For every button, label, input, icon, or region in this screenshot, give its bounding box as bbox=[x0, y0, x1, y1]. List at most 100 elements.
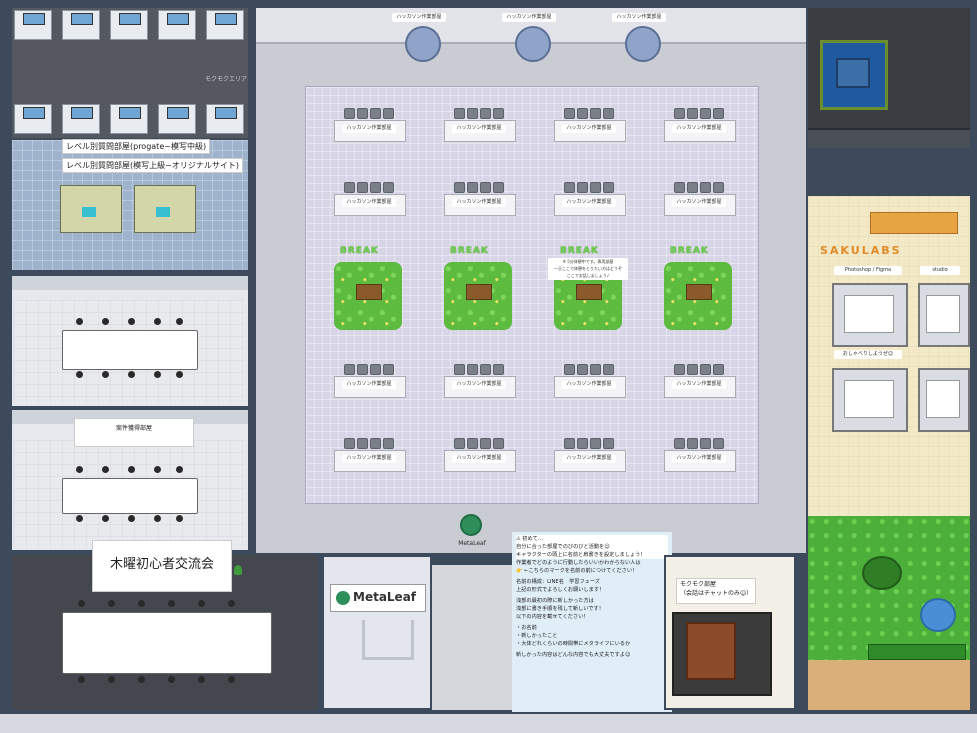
computer-desk[interactable] bbox=[14, 104, 52, 134]
notice-line: 自分に合った部屋でのびのびと活動を☺ bbox=[516, 543, 668, 551]
hackathon-desk[interactable]: ハッカソン作業部屋 bbox=[664, 364, 736, 404]
chair-icon bbox=[564, 108, 575, 119]
computer-desk[interactable] bbox=[62, 104, 100, 134]
chair-row bbox=[564, 364, 614, 375]
level-room-desks bbox=[60, 185, 200, 235]
hackathon-desk[interactable]: ハッカソン作業部屋 bbox=[444, 182, 516, 222]
chair-icon bbox=[357, 438, 368, 449]
chair-icon bbox=[713, 182, 724, 193]
chair-row bbox=[344, 364, 394, 375]
mokumoku-room-label: モクモク部屋 （会話はチャットのみ☺） bbox=[676, 578, 756, 604]
chair-icon bbox=[383, 182, 394, 193]
chair-icon bbox=[687, 108, 698, 119]
white-table[interactable] bbox=[844, 380, 894, 418]
avatar[interactable] bbox=[405, 26, 441, 62]
meeting-table[interactable] bbox=[62, 478, 198, 514]
level-room-2-label: レベル別質問部屋(模写上級~オリジナルサイト) bbox=[62, 158, 243, 173]
white-table[interactable] bbox=[844, 295, 894, 333]
hackathon-desk[interactable]: ハッカソン作業部屋 bbox=[444, 108, 516, 148]
hackathon-desk[interactable]: ハッカソン作業部屋 bbox=[664, 182, 736, 222]
chair-icon bbox=[467, 108, 478, 119]
computer-icon bbox=[167, 107, 189, 119]
chair-icon bbox=[357, 108, 368, 119]
hackathon-desk[interactable]: ハッカソン作業部屋 bbox=[334, 182, 406, 222]
chair-icon bbox=[357, 182, 368, 193]
computer-icon bbox=[23, 13, 45, 25]
hackathon-desk[interactable]: ハッカソン作業部屋 bbox=[334, 108, 406, 148]
chair-icon bbox=[383, 364, 394, 375]
project-room-floor bbox=[14, 440, 244, 548]
white-table[interactable] bbox=[926, 380, 960, 418]
computer-desk[interactable] bbox=[206, 10, 244, 40]
hackathon-desk[interactable]: ハッカソン作業部屋 bbox=[554, 108, 626, 148]
chair-icon bbox=[357, 364, 368, 375]
computer-icon bbox=[71, 107, 93, 119]
mokumoku-table[interactable] bbox=[686, 622, 736, 680]
hackathon-desk[interactable]: ハッカソン作業部屋 bbox=[664, 108, 736, 148]
chair-icon bbox=[590, 182, 601, 193]
break-table bbox=[576, 284, 602, 300]
bottom-wall bbox=[0, 712, 977, 733]
notice-line: 浅部の最初の際に新しかった方は bbox=[516, 598, 594, 604]
chair-icon bbox=[687, 438, 698, 449]
computer-desk[interactable] bbox=[110, 10, 148, 40]
corridor[interactable] bbox=[432, 565, 512, 710]
chair-row bbox=[564, 108, 614, 119]
lounge-sofa[interactable] bbox=[836, 58, 870, 88]
chair-icon bbox=[76, 466, 83, 473]
garden-hedge bbox=[868, 644, 966, 660]
chair-icon bbox=[370, 182, 381, 193]
mokumoku-area-label: モクモクエリア bbox=[205, 76, 248, 83]
chair-icon bbox=[590, 438, 601, 449]
hackathon-desk[interactable]: ハッカソン作業部屋 bbox=[554, 438, 626, 478]
computer-desk[interactable] bbox=[158, 10, 196, 40]
meeting-table[interactable] bbox=[62, 330, 198, 370]
tree-icon bbox=[862, 556, 902, 590]
computer-desk[interactable] bbox=[62, 10, 100, 40]
chair-icon bbox=[493, 364, 504, 375]
break-area[interactable] bbox=[334, 262, 402, 330]
chair-icon bbox=[102, 318, 109, 325]
notice-line: ・大体どれくらいの時間帯にメタライフにいるか bbox=[516, 641, 631, 647]
hackathon-sign: ハッカソン作業部屋 bbox=[342, 381, 396, 389]
hackathon-desk[interactable]: ハッカソン作業部屋 bbox=[554, 182, 626, 222]
hackathon-desk[interactable]: ハッカソン作業部屋 bbox=[444, 438, 516, 478]
notice-line: 👉 ←こちらのマークを名前の前につけてください！ bbox=[516, 568, 638, 574]
hackathon-sign: ハッカソン作業部屋 bbox=[452, 199, 506, 207]
reception-counter[interactable] bbox=[362, 620, 414, 660]
studio-label: studio bbox=[920, 266, 960, 275]
computer-desk[interactable] bbox=[158, 104, 196, 134]
hackathon-desk[interactable]: ハッカソン作業部屋 bbox=[444, 364, 516, 404]
notice-line: キャラクターの頭上に名前と肩書きを設定しましょう！ bbox=[516, 551, 668, 559]
computer-icon bbox=[82, 207, 96, 217]
notice-line: 以下の内容を載せてください！ bbox=[516, 614, 589, 620]
chair-icon bbox=[108, 676, 115, 683]
avatar[interactable] bbox=[625, 26, 661, 62]
computer-desk[interactable] bbox=[110, 104, 148, 134]
brand-sign: MetaLeaf bbox=[330, 584, 426, 612]
chair-row bbox=[674, 438, 724, 449]
chair-icon bbox=[577, 108, 588, 119]
avatar[interactable] bbox=[515, 26, 551, 62]
meeting-table[interactable] bbox=[62, 612, 272, 674]
hackathon-desk[interactable]: ハッカソン作業部屋 bbox=[334, 364, 406, 404]
chair-icon bbox=[700, 182, 711, 193]
chair-row bbox=[454, 108, 504, 119]
break-area[interactable] bbox=[664, 262, 732, 330]
level-room-1-label: レベル別質問部屋(progate~模写中級) bbox=[62, 139, 211, 154]
workstation-row-bottom bbox=[12, 100, 248, 136]
white-table[interactable] bbox=[926, 295, 960, 333]
break-sign: ※ 5分休憩中です。専用部屋 一旦ここで休憩をとりたい方はどうぞ ここでお話しま… bbox=[548, 258, 628, 280]
computer-desk[interactable] bbox=[206, 104, 244, 134]
chair-row bbox=[674, 364, 724, 375]
hackathon-desk[interactable]: ハッカソン作業部屋 bbox=[554, 364, 626, 404]
hackathon-sign: ハッカソン作業部屋 bbox=[672, 199, 726, 207]
chair-row bbox=[344, 108, 394, 119]
break-area[interactable] bbox=[444, 262, 512, 330]
computer-desk[interactable] bbox=[14, 10, 52, 40]
hackathon-desk[interactable]: ハッカソン作業部屋 bbox=[664, 438, 736, 478]
chair-icon bbox=[344, 182, 355, 193]
hackathon-desk[interactable]: ハッカソン作業部屋 bbox=[334, 438, 406, 478]
chair-icon bbox=[700, 108, 711, 119]
chair-icon bbox=[76, 318, 83, 325]
